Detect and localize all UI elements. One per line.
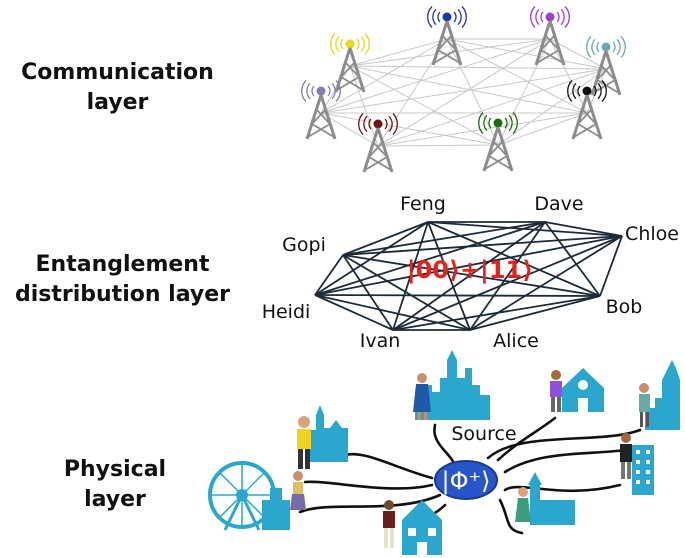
clock-tower bbox=[528, 472, 575, 525]
entanglement-link bbox=[392, 295, 601, 331]
node-label-dave: Dave bbox=[534, 193, 583, 215]
radio-tower-icon bbox=[586, 36, 626, 96]
bell-state-source-icon[interactable]: |Φ⁺⟩ bbox=[434, 460, 498, 500]
node-label-gopi: Gopi bbox=[282, 234, 326, 256]
communication-link bbox=[349, 65, 588, 114]
entanglement-link bbox=[314, 221, 429, 296]
entanglement-link bbox=[342, 221, 546, 256]
entanglement-link bbox=[342, 254, 471, 331]
person-woman-green-dress bbox=[515, 487, 531, 522]
entanglement-layer-title: Entanglement bbox=[35, 252, 210, 277]
entanglement-links bbox=[314, 221, 623, 331]
physical-layer-subtitle: layer bbox=[84, 487, 146, 512]
physical-layer-title: Physical bbox=[63, 457, 167, 482]
communication-link bbox=[320, 68, 607, 114]
house-building bbox=[402, 500, 442, 555]
person-purple-shirt bbox=[550, 370, 562, 412]
entanglement-link bbox=[469, 235, 623, 331]
entanglement-link bbox=[544, 221, 601, 297]
communication-link bbox=[320, 112, 379, 147]
city-skyline bbox=[310, 405, 348, 462]
communication-link bbox=[497, 112, 588, 146]
communication-link bbox=[349, 38, 551, 67]
communication-links bbox=[320, 38, 607, 147]
entanglement-link bbox=[314, 235, 623, 296]
entanglement-link bbox=[469, 221, 546, 331]
communication-link bbox=[497, 68, 607, 146]
radio-tower-icon bbox=[301, 80, 341, 140]
entanglement-link bbox=[342, 254, 394, 331]
city-skyline bbox=[645, 360, 680, 430]
communication-link bbox=[349, 38, 448, 67]
communication-link bbox=[497, 38, 551, 146]
communication-link bbox=[446, 38, 588, 114]
entanglement-layer-subtitle: distribution layer bbox=[14, 282, 230, 307]
radio-tower-icon bbox=[358, 113, 398, 173]
communication-link bbox=[446, 38, 499, 146]
communication-link bbox=[349, 65, 607, 70]
node-label-ivan: Ivan bbox=[360, 330, 401, 352]
church-building bbox=[562, 368, 604, 412]
entanglement-link bbox=[427, 221, 601, 297]
source-symbol: |Φ⁺⟩ bbox=[441, 467, 490, 495]
radio-tower-icon bbox=[330, 33, 370, 93]
node-label-feng: Feng bbox=[400, 193, 446, 215]
tall-building bbox=[632, 445, 654, 495]
entanglement-link bbox=[544, 221, 623, 237]
communication-link bbox=[377, 112, 588, 147]
person-man-black-shirt bbox=[620, 433, 632, 479]
entangled-state-label: |00⟩+|11⟩ bbox=[407, 256, 533, 284]
communication-layer-label: Communication layer bbox=[5, 58, 230, 118]
entanglement-link bbox=[469, 295, 601, 331]
communication-link bbox=[320, 38, 448, 114]
radio-tower-icon bbox=[567, 80, 607, 140]
person-man-red-shirt bbox=[383, 500, 395, 548]
ferris-wheel bbox=[208, 461, 290, 531]
entanglement-link bbox=[314, 294, 394, 331]
source-label: Source bbox=[451, 423, 516, 445]
person-woman-teal bbox=[639, 383, 650, 427]
entanglement-link bbox=[342, 235, 623, 256]
physical-layer-label: Physical layer bbox=[40, 455, 190, 515]
tower-group bbox=[301, 6, 626, 173]
entanglement-link bbox=[314, 294, 471, 331]
entanglement-link bbox=[342, 221, 429, 256]
entanglement-link bbox=[314, 294, 601, 297]
communication-layer-title: Communication bbox=[21, 60, 214, 85]
person-man-yellow-shirt bbox=[297, 416, 311, 469]
node-label-alice: Alice bbox=[493, 330, 539, 352]
entanglement-link bbox=[392, 235, 623, 331]
radio-tower-icon bbox=[530, 6, 570, 66]
node-label-chloe: Chloe bbox=[625, 223, 679, 245]
entanglement-layer-label: Entanglement distribution layer bbox=[0, 250, 245, 310]
person-woman-blue-dress bbox=[413, 373, 431, 420]
communication-link bbox=[377, 144, 499, 147]
radio-tower-icon bbox=[478, 112, 518, 172]
communication-link bbox=[320, 38, 551, 114]
communication-link bbox=[349, 65, 499, 146]
communication-layer-subtitle: layer bbox=[86, 90, 149, 115]
node-label-bob: Bob bbox=[606, 296, 643, 318]
entanglement-link bbox=[599, 235, 623, 297]
entanglement-link bbox=[314, 221, 546, 296]
entanglement-link bbox=[342, 254, 601, 297]
communication-link bbox=[377, 68, 607, 147]
node-label-heidi: Heidi bbox=[262, 301, 311, 323]
communication-link bbox=[549, 38, 588, 114]
radio-tower-icon bbox=[427, 6, 467, 66]
entanglement-link bbox=[314, 254, 344, 296]
communication-link bbox=[320, 112, 499, 146]
communication-link bbox=[549, 38, 607, 70]
person-woman-purple-skirt bbox=[290, 471, 306, 510]
city-skyline bbox=[415, 350, 490, 420]
